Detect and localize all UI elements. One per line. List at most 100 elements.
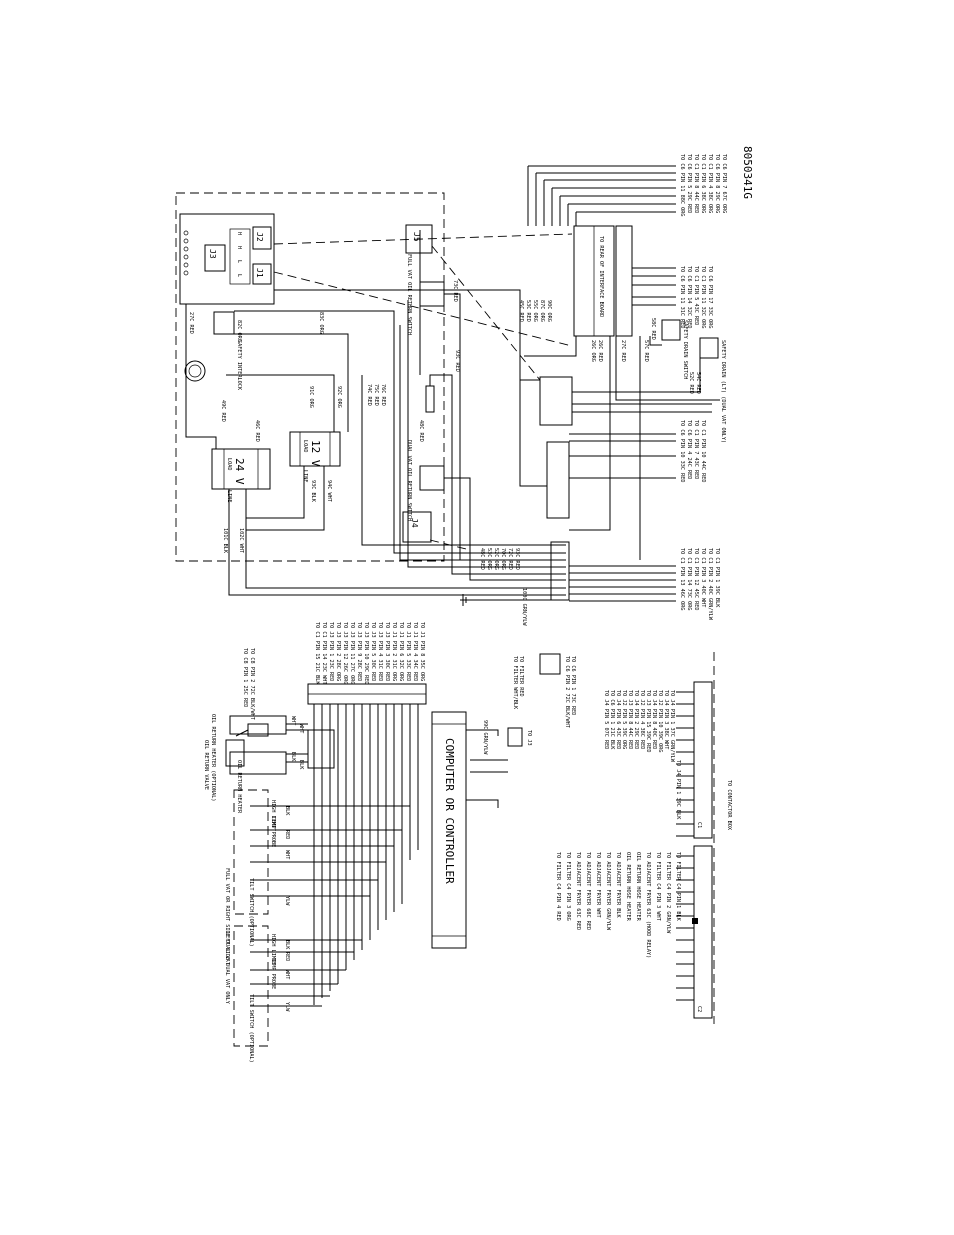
svg-text:TO C6 PIN 7 67C ORG: TO C6 PIN 7 67C ORG: [721, 154, 727, 213]
svg-text:C2: C2: [696, 1006, 702, 1012]
svg-text:TO J3 PIN 9 28C RED: TO J3 PIN 9 28C RED: [356, 622, 362, 681]
connector-j2: [252, 226, 272, 250]
plug-block-j8: [550, 541, 570, 601]
svg-text:TO FILTER C4 PIN 2 GRN/YLW: TO FILTER C4 PIN 2 GRN/YLW: [665, 852, 671, 934]
svg-text:58C RED: 58C RED: [650, 318, 656, 340]
svg-text:WHT: WHT: [298, 724, 304, 733]
svg-text:52C ORG: 52C ORG: [493, 548, 499, 570]
svg-text:OIL RETURN HEATER: OIL RETURN HEATER: [236, 760, 242, 814]
board-leds: [183, 230, 189, 276]
svg-text:TO J4 PIN 6 43C RED: TO J4 PIN 6 43C RED: [615, 690, 621, 749]
lower-harness-wires: [250, 704, 419, 1007]
board-pin-block: [229, 228, 251, 285]
svg-text:TO ADJACENT FRYER 63C (HOOD RE: TO ADJACENT FRYER 63C (HOOD RELAY): [645, 852, 651, 958]
svg-text:TO FILTER WHT/BLK: TO FILTER WHT/BLK: [512, 656, 518, 710]
svg-text:102C WHT: 102C WHT: [238, 528, 244, 553]
svg-text:TO J1 PIN 2 31C ORG: TO J1 PIN 2 31C ORG: [391, 622, 397, 681]
svg-text:87C ORG: 87C ORG: [539, 300, 545, 322]
svg-text:TO C6 PIN 5 29C RED: TO C6 PIN 5 29C RED: [686, 154, 692, 213]
svg-text:J5: J5: [412, 232, 421, 242]
svg-text:HIGH LIMIT: HIGH LIMIT: [270, 800, 276, 831]
oil-return-valve: [225, 739, 245, 767]
svg-text:OIL RETURN VALVE: OIL RETURN VALVE: [203, 740, 209, 790]
svg-text:DUAL VAT OIL RETURN SWITCH: DUAL VAT OIL RETURN SWITCH: [406, 440, 412, 521]
svg-text:93C RED: 93C RED: [514, 548, 520, 570]
svg-text:TO C6 PIN 2 72C BLK/WHT: TO C6 PIN 2 72C BLK/WHT: [564, 656, 570, 728]
svg-text:H: H: [236, 232, 242, 235]
svg-text:YLW: YLW: [284, 1002, 290, 1012]
drawing-number: 8050341G: [741, 146, 754, 199]
svg-text:90C ORG: 90C ORG: [546, 300, 552, 322]
svg-text:TO J1 PIN 5 33C RED: TO J1 PIN 5 33C RED: [405, 622, 411, 681]
svg-text:TILT SWITCH (OPTIONAL): TILT SWITCH (OPTIONAL): [248, 994, 254, 1063]
svg-text:FULL VAT OIL RETURN SWITCH: FULL VAT OIL RETURN SWITCH: [406, 254, 412, 335]
svg-text:92C ORG: 92C ORG: [336, 386, 342, 408]
svg-text:BLK: BLK: [284, 940, 290, 950]
svg-text:TO FILTER C4 PIN 3 ORG: TO FILTER C4 PIN 3 ORG: [565, 852, 571, 921]
mid-column-labels: TO C1 PIN 15 21C BLK TO C1 PIN 14 23C WH…: [242, 622, 425, 720]
svg-text:93C BLK: 93C BLK: [310, 480, 316, 503]
svg-text:TO FILTER C4 PIN 3 WHT: TO FILTER C4 PIN 3 WHT: [655, 852, 661, 921]
svg-text:TO C1 PIN 2 40C GRN/YLW: TO C1 PIN 2 40C GRN/YLW: [707, 548, 713, 621]
svg-text:TO C6 PIN 8 29C ORG: TO C6 PIN 8 29C ORG: [714, 154, 720, 213]
svg-text:L: L: [236, 260, 242, 263]
svg-text:J3: J3: [208, 249, 217, 259]
svg-text:OIL RETURN HOSE HEATER: OIL RETURN HOSE HEATER: [635, 852, 641, 922]
svg-text:52C RED: 52C RED: [688, 372, 694, 394]
svg-text:RED: RED: [284, 952, 290, 961]
svg-text:83C ORG: 83C ORG: [318, 312, 324, 334]
reset-knob: [184, 360, 206, 382]
upper-wires: [185, 165, 720, 606]
svg-text:L: L: [236, 274, 242, 277]
svg-text:TO C1 PIN 13 46C ORG: TO C1 PIN 13 46C ORG: [679, 548, 685, 610]
svg-text:FULL VAT OR RIGHT SIDE DUAL VA: FULL VAT OR RIGHT SIDE DUAL VAT: [224, 868, 230, 965]
svg-text:TO J3 PIN 11 27C ORG: TO J3 PIN 11 27C ORG: [349, 622, 355, 684]
svg-text:TO C6 PIN 1 73C RED: TO C6 PIN 1 73C RED: [570, 656, 576, 715]
svg-text:TO J2 PIN 4 38C RED: TO J2 PIN 4 38C RED: [639, 690, 645, 749]
svg-text:OIL RETURN HEATER (OPTIONAL): OIL RETURN HEATER (OPTIONAL): [210, 714, 216, 801]
svg-text:TO C6 PIN 1 21C BLK: TO C6 PIN 1 21C BLK: [609, 690, 615, 750]
svg-text:26C ORG: 26C ORG: [590, 340, 596, 362]
svg-text:93C RED: 93C RED: [454, 350, 460, 372]
svg-text:YLW: YLW: [284, 896, 290, 906]
inline-fuse: [425, 385, 435, 413]
svg-text:TO J4 PIN 1 39C BLK: TO J4 PIN 1 39C BLK: [675, 760, 681, 820]
left-side-probe-group: LEFT SIDE DUAL VAT ONLY TEMP PROBE HIGH …: [224, 925, 276, 1063]
svg-text:48C RED: 48C RED: [479, 548, 485, 570]
svg-text:45C RED: 45C RED: [518, 300, 524, 322]
svg-text:70C ORG: 70C ORG: [500, 548, 506, 570]
svg-text:27C RED: 27C RED: [188, 312, 194, 334]
svg-text:TO J2 PIN 10 39C ORG: TO J2 PIN 10 39C ORG: [657, 690, 663, 752]
computer-controller: COMPUTER OR CONTROLLER TO J3 99C GRN/YLW: [431, 711, 532, 949]
connector-j1: [252, 263, 272, 285]
svg-text:TO C8 PIN 1 25C RED: TO C8 PIN 1 25C RED: [242, 648, 248, 707]
svg-text:53C ORG: 53C ORG: [486, 548, 492, 570]
svg-text:J4: J4: [410, 518, 419, 528]
svg-text:TO J3 PIN 15 39C RED: TO J3 PIN 15 39C RED: [645, 690, 651, 752]
svg-text:TO J3 PIN 2 28C ORG: TO J3 PIN 2 28C ORG: [335, 622, 341, 681]
plug-block-j6: [539, 376, 573, 426]
svg-text:TO C1 PIN 10 44C RED: TO C1 PIN 10 44C RED: [700, 420, 706, 482]
svg-text:TO REAR OF INTERFACE BOARD: TO REAR OF INTERFACE BOARD: [598, 236, 604, 317]
svg-text:27C RED: 27C RED: [620, 340, 626, 362]
svg-text:TILT SWITCH (OPTIONAL): TILT SWITCH (OPTIONAL): [248, 878, 254, 947]
svg-text:101C BLK: 101C BLK: [222, 528, 228, 554]
svg-text:HIGH LIMIT: HIGH LIMIT: [270, 934, 276, 965]
svg-text:J2: J2: [255, 232, 264, 242]
svg-text:LOAD: LOAD: [226, 458, 232, 471]
svg-text:TO C6 PIN 17 33C ORG: TO C6 PIN 17 33C ORG: [707, 266, 713, 328]
svg-text:J1: J1: [255, 268, 264, 278]
connector-j3: [204, 244, 226, 272]
svg-text:TO ADJACENT FRYER BLK: TO ADJACENT FRYER BLK: [615, 852, 621, 918]
svg-text:TO J2 PIN 5 39C ORG: TO J2 PIN 5 39C ORG: [621, 690, 627, 749]
svg-text:TO ADJACENT FRYER 68C RED: TO ADJACENT FRYER 68C RED: [585, 852, 591, 930]
svg-text:74C RED: 74C RED: [366, 384, 372, 406]
svg-text:SAFETY DRAIN (LT) (DUAL VAT ON: SAFETY DRAIN (LT) (DUAL VAT ONLY): [720, 340, 726, 443]
svg-text:99C GRN/YLW: 99C GRN/YLW: [482, 720, 488, 755]
svg-text:TO J3 PIN 10 29C RED: TO J3 PIN 10 29C RED: [363, 622, 369, 684]
svg-text:TO C6 PIN 11 31C RED: TO C6 PIN 11 31C RED: [679, 266, 685, 328]
svg-text:TO C1 PIN 14 23C WHT: TO C1 PIN 14 23C WHT: [321, 622, 327, 684]
filter-plug: TO FILTER WHT/BLK TO FILTER RED TO C6 PI…: [512, 653, 576, 728]
svg-text:OIL RETURN HOSE HEATER: OIL RETURN HOSE HEATER: [625, 852, 631, 922]
